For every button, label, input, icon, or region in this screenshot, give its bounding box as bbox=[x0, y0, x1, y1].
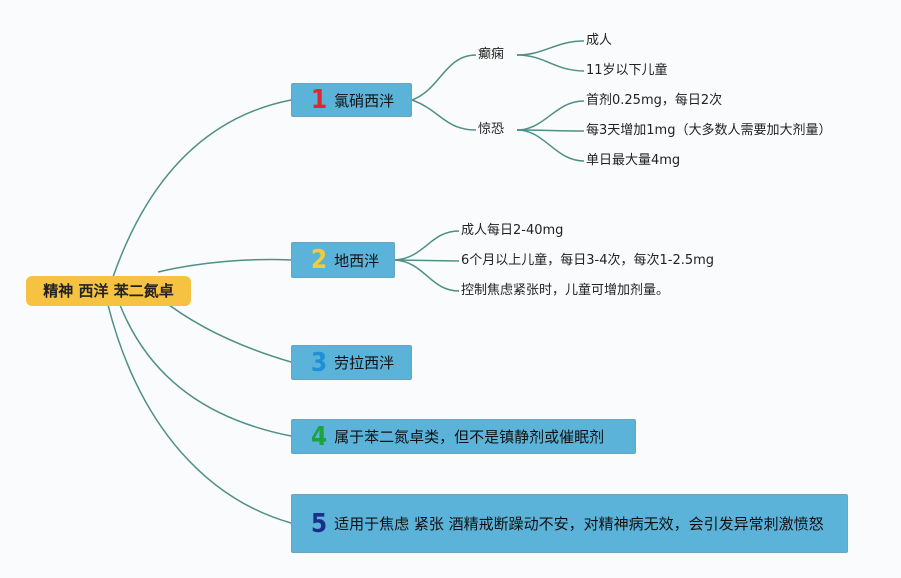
number-badge-1: 1 bbox=[310, 85, 328, 115]
connector-line bbox=[394, 259, 460, 292]
number-badge-2: 2 bbox=[310, 245, 328, 275]
leaf-item[interactable]: 11岁以下儿童 bbox=[586, 63, 668, 78]
branch-benzodiazepine-note[interactable]: 4 属于苯二氮卓类，但不是镇静剂或催眠剂 bbox=[291, 419, 636, 454]
number-badge-4: 4 bbox=[310, 421, 328, 452]
sub-node-panic[interactable]: 惊恐 bbox=[478, 122, 505, 137]
branch-label: 属于苯二氮卓类，但不是镇静剂或催眠剂 bbox=[334, 428, 605, 446]
branch-label: 地西泮 bbox=[334, 251, 380, 270]
connector-line bbox=[157, 258, 292, 273]
branch-diazepam[interactable]: 2 地西泮 bbox=[291, 242, 395, 278]
leaf-item[interactable]: 6个月以上儿童，每日3-4次，每次1-2.5mg bbox=[461, 253, 715, 268]
branch-label: 适用于焦虑 紧张 酒精戒断躁动不安，对精神病无效，会引发异常刺激愤怒 bbox=[334, 514, 824, 533]
leaf-item[interactable]: 成人 bbox=[586, 33, 613, 48]
branch-label: 劳拉西泮 bbox=[334, 354, 395, 372]
connector-line bbox=[516, 100, 585, 131]
leaf-item[interactable]: 成人每日2-40mg bbox=[461, 223, 564, 238]
leaf-item[interactable]: 控制焦虑紧张时，儿童可增加剂量。 bbox=[461, 283, 670, 298]
connector-line bbox=[394, 230, 460, 261]
connector-line bbox=[119, 304, 292, 437]
branch-label: 氯硝西泮 bbox=[334, 91, 395, 110]
branch-clonazepam[interactable]: 1 氯硝西泮 bbox=[291, 83, 412, 117]
connector-line bbox=[516, 40, 585, 56]
branch-indications[interactable]: 5 适用于焦虑 紧张 酒精戒断躁动不安，对精神病无效，会引发异常刺激愤怒 bbox=[291, 494, 848, 553]
connector-line bbox=[516, 54, 585, 72]
connector-line bbox=[516, 129, 585, 162]
connector-line bbox=[112, 99, 292, 278]
connector-line bbox=[411, 99, 477, 131]
leaf-item[interactable]: 每3天增加1mg（大多数人需要加大剂量） bbox=[586, 123, 832, 138]
branch-lorazepam[interactable]: 3 劳拉西泮 bbox=[291, 345, 412, 380]
number-badge-5: 5 bbox=[310, 508, 328, 539]
connector-line bbox=[107, 304, 292, 524]
leaf-item[interactable]: 单日最大量4mg bbox=[586, 153, 681, 168]
connector-line bbox=[394, 259, 460, 262]
connector-line bbox=[411, 54, 477, 101]
sub-node-epilepsy[interactable]: 癫痫 bbox=[478, 47, 505, 62]
connector-line bbox=[159, 297, 292, 363]
root-node[interactable]: 精神 西洋 苯二氮卓 bbox=[26, 276, 191, 306]
leaf-item[interactable]: 首剂0.25mg，每日2次 bbox=[586, 93, 723, 108]
number-badge-3: 3 bbox=[310, 347, 328, 378]
